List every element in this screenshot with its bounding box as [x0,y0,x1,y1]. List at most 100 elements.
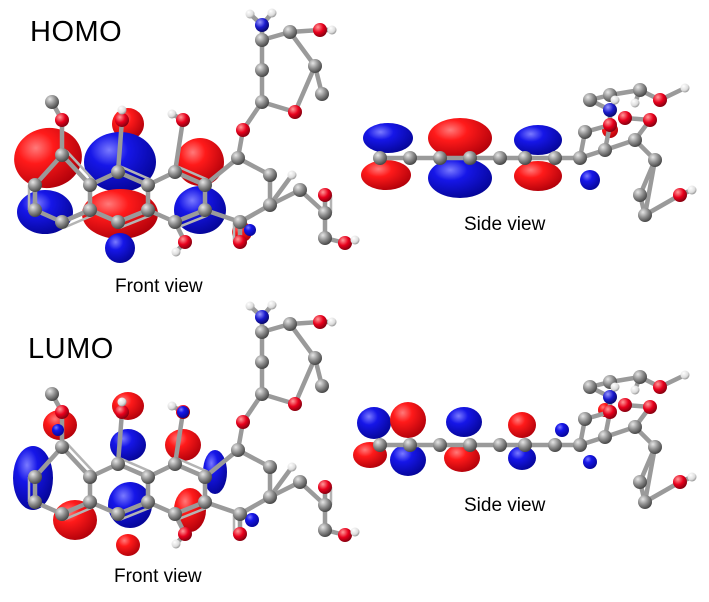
oxygen-atom [653,380,667,394]
positive-orbital-lobe [116,534,140,556]
oxygen-atom [236,123,250,137]
carbon-atom [55,215,69,229]
carbon-atom [263,198,277,212]
hydrogen-atom [680,83,690,93]
carbon-atom [308,351,322,365]
carbon-atom [583,93,597,107]
oxygen-atom [338,528,352,542]
negative-orbital-lobe [428,158,492,198]
bond [115,409,125,467]
carbon-atom [255,387,269,401]
negative-orbital-lobe [555,423,569,437]
hydrogen-atom [680,370,690,380]
double-bond [176,165,208,181]
oxygen-atom [55,405,69,419]
carbon-atom [633,475,647,489]
carbon-atom [55,507,69,521]
hydrogen-atom [167,401,177,411]
double-bond [176,506,208,521]
oxygen-atom [176,113,190,127]
carbon-atom [433,438,447,452]
carbon-atom [28,178,42,192]
carbon-atom [83,203,97,217]
negative-orbital-lobe [245,513,259,527]
bond [172,117,186,175]
carbon-atom [28,495,42,509]
carbon-atom [318,231,332,245]
negative-orbital-lobe [177,406,189,418]
oxygen-atom [618,398,632,412]
oxygen-atom [643,113,657,127]
double-bond [176,457,208,473]
oxygen-atom [288,105,302,119]
carbon-atom [548,151,562,165]
carbon-atom [141,470,155,484]
carbon-atom [493,151,507,165]
bond [642,444,658,505]
oxygen-atom [318,480,332,494]
hydrogen-atom [267,300,277,310]
oxygen-atom [115,405,129,419]
oxygen-atom [55,113,69,127]
carbon-atom [433,151,447,165]
double-bond [119,506,151,521]
carbon-atom [493,438,507,452]
oxygen-atom [313,23,327,37]
homo-heading: HOMO [30,16,123,48]
carbon-atom [633,188,647,202]
positive-orbital-lobe [390,402,426,438]
hydrogen-atom [267,8,277,18]
nitrogen-atom [603,103,617,117]
carbon-atom [463,151,477,165]
negative-orbital-lobe [363,123,413,153]
carbon-atom [198,495,212,509]
carbon-atom [255,95,269,109]
carbon-atom [111,507,125,521]
carbon-atom [373,438,387,452]
carbon-atom [263,460,277,474]
hydrogen-atom [630,385,640,395]
carbon-atom [55,148,69,162]
lumo-front-view-caption: Front view [114,566,202,587]
carbon-atom [198,470,212,484]
bond [115,117,125,175]
carbon-atom [28,470,42,484]
carbon-atom [648,440,662,454]
carbon-atom [648,153,662,167]
oxygen-atom [233,527,247,541]
carbon-atom [111,457,125,471]
hydrogen-atom [610,382,620,392]
positive-orbital-lobe [165,429,201,461]
hydrogen-atom [327,25,337,35]
negative-orbital-lobe [514,125,562,155]
oxygen-atom [178,527,192,541]
carbon-atom [111,165,125,179]
hydrogen-atom [171,539,181,549]
carbon-atom [318,206,332,220]
negative-orbital-lobe [110,429,146,461]
carbon-atom [168,457,182,471]
carbon-atom [403,438,417,452]
carbon-atom [233,507,247,521]
oxygen-atom [673,475,687,489]
negative-orbital-lobe [244,224,256,236]
negative-orbital-lobe [580,170,600,190]
hydrogen-atom [117,397,127,407]
carbon-atom [45,95,59,109]
carbon-atom [255,63,269,77]
carbon-atom [548,438,562,452]
negative-orbital-lobe [357,407,391,439]
carbon-atom [55,440,69,454]
carbon-atom [198,178,212,192]
carbon-atom [573,438,587,452]
carbon-atom [168,215,182,229]
nitrogen-atom [603,390,617,404]
bond [287,29,318,69]
carbon-atom [628,133,642,147]
positive-orbital-lobe [361,160,411,190]
carbon-atom [255,325,269,339]
homo-side-view-caption: Side view [464,214,546,235]
negative-orbital-lobe [105,233,135,263]
nitrogen-atom [255,310,269,324]
carbon-atom [28,203,42,217]
